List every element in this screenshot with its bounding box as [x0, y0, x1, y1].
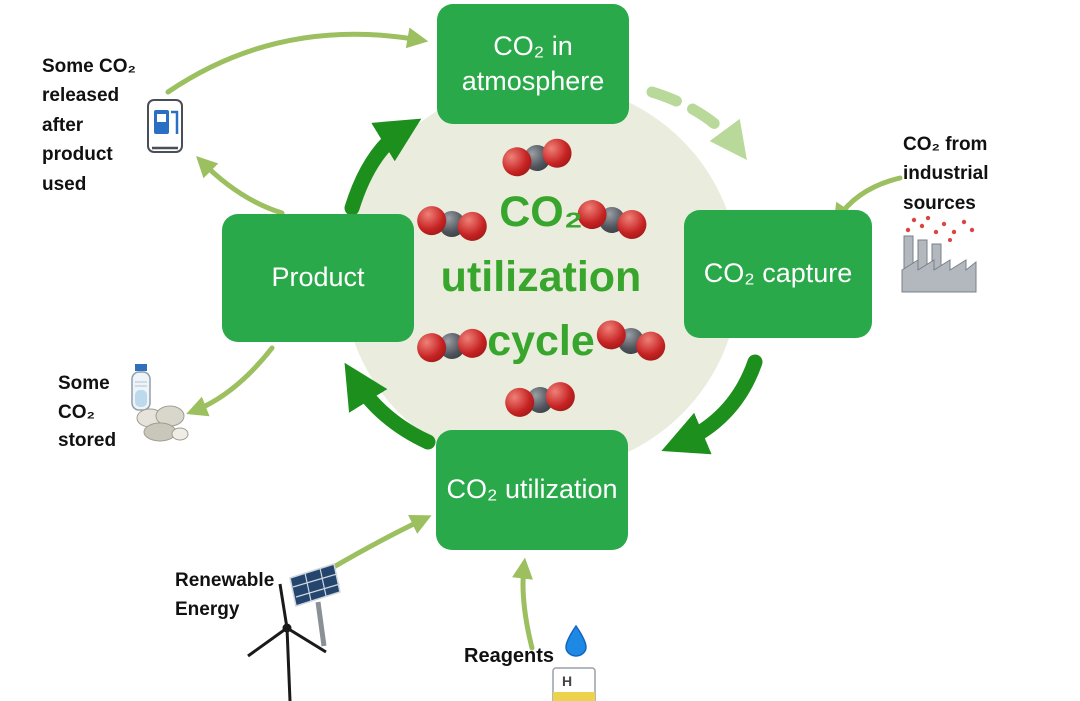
note-industrial-sources: CO₂ from industrial sources: [903, 134, 989, 214]
factory-icon: [901, 216, 977, 293]
arrow-reagents-to-utilization: [512, 557, 535, 651]
node-label: CO₂ utilization: [446, 474, 618, 505]
node-product: Product: [222, 214, 414, 342]
note-co2-stored: Some CO₂ stored: [58, 373, 117, 451]
node-co2-capture: CO₂ capture: [684, 210, 872, 338]
stones-icon: [136, 405, 189, 442]
arrow-released-to-atmosphere: [165, 27, 429, 95]
arrow-product-to-atmosphere: [344, 118, 422, 216]
arrow-atmosphere-to-capture-dashed: [646, 86, 747, 161]
note-renewable-energy: Renewable Energy: [175, 570, 275, 621]
node-co2-utilization: CO₂ utilization: [436, 430, 628, 550]
note-released-after-use: Some CO₂ released after product used: [42, 56, 136, 195]
reagent-bottle-icon: H: [552, 667, 596, 701]
wind-turbine-icon: [247, 583, 327, 701]
arrow-renewable-to-utilization: [329, 514, 432, 571]
arrow-capture-to-utilization: [661, 354, 763, 455]
node-label: CO₂ in atmosphere: [461, 30, 605, 96]
arrow-product-to-stored: [186, 345, 275, 417]
note-reagents: Reagents: [464, 645, 555, 667]
arrow-product-to-released: [196, 156, 285, 216]
reagent-label-letter: H: [562, 673, 572, 689]
solar-panel-icon: [289, 563, 341, 647]
water-drop-icon: [565, 624, 587, 657]
water-bottle-icon: [131, 364, 151, 411]
node-co2-in-atmosphere: CO₂ in atmosphere: [437, 4, 629, 124]
fuel-pump-icon: [147, 99, 183, 153]
node-label: Product: [271, 262, 365, 293]
node-label: CO₂ capture: [703, 258, 853, 289]
arrow-utilization-to-product: [344, 362, 436, 450]
